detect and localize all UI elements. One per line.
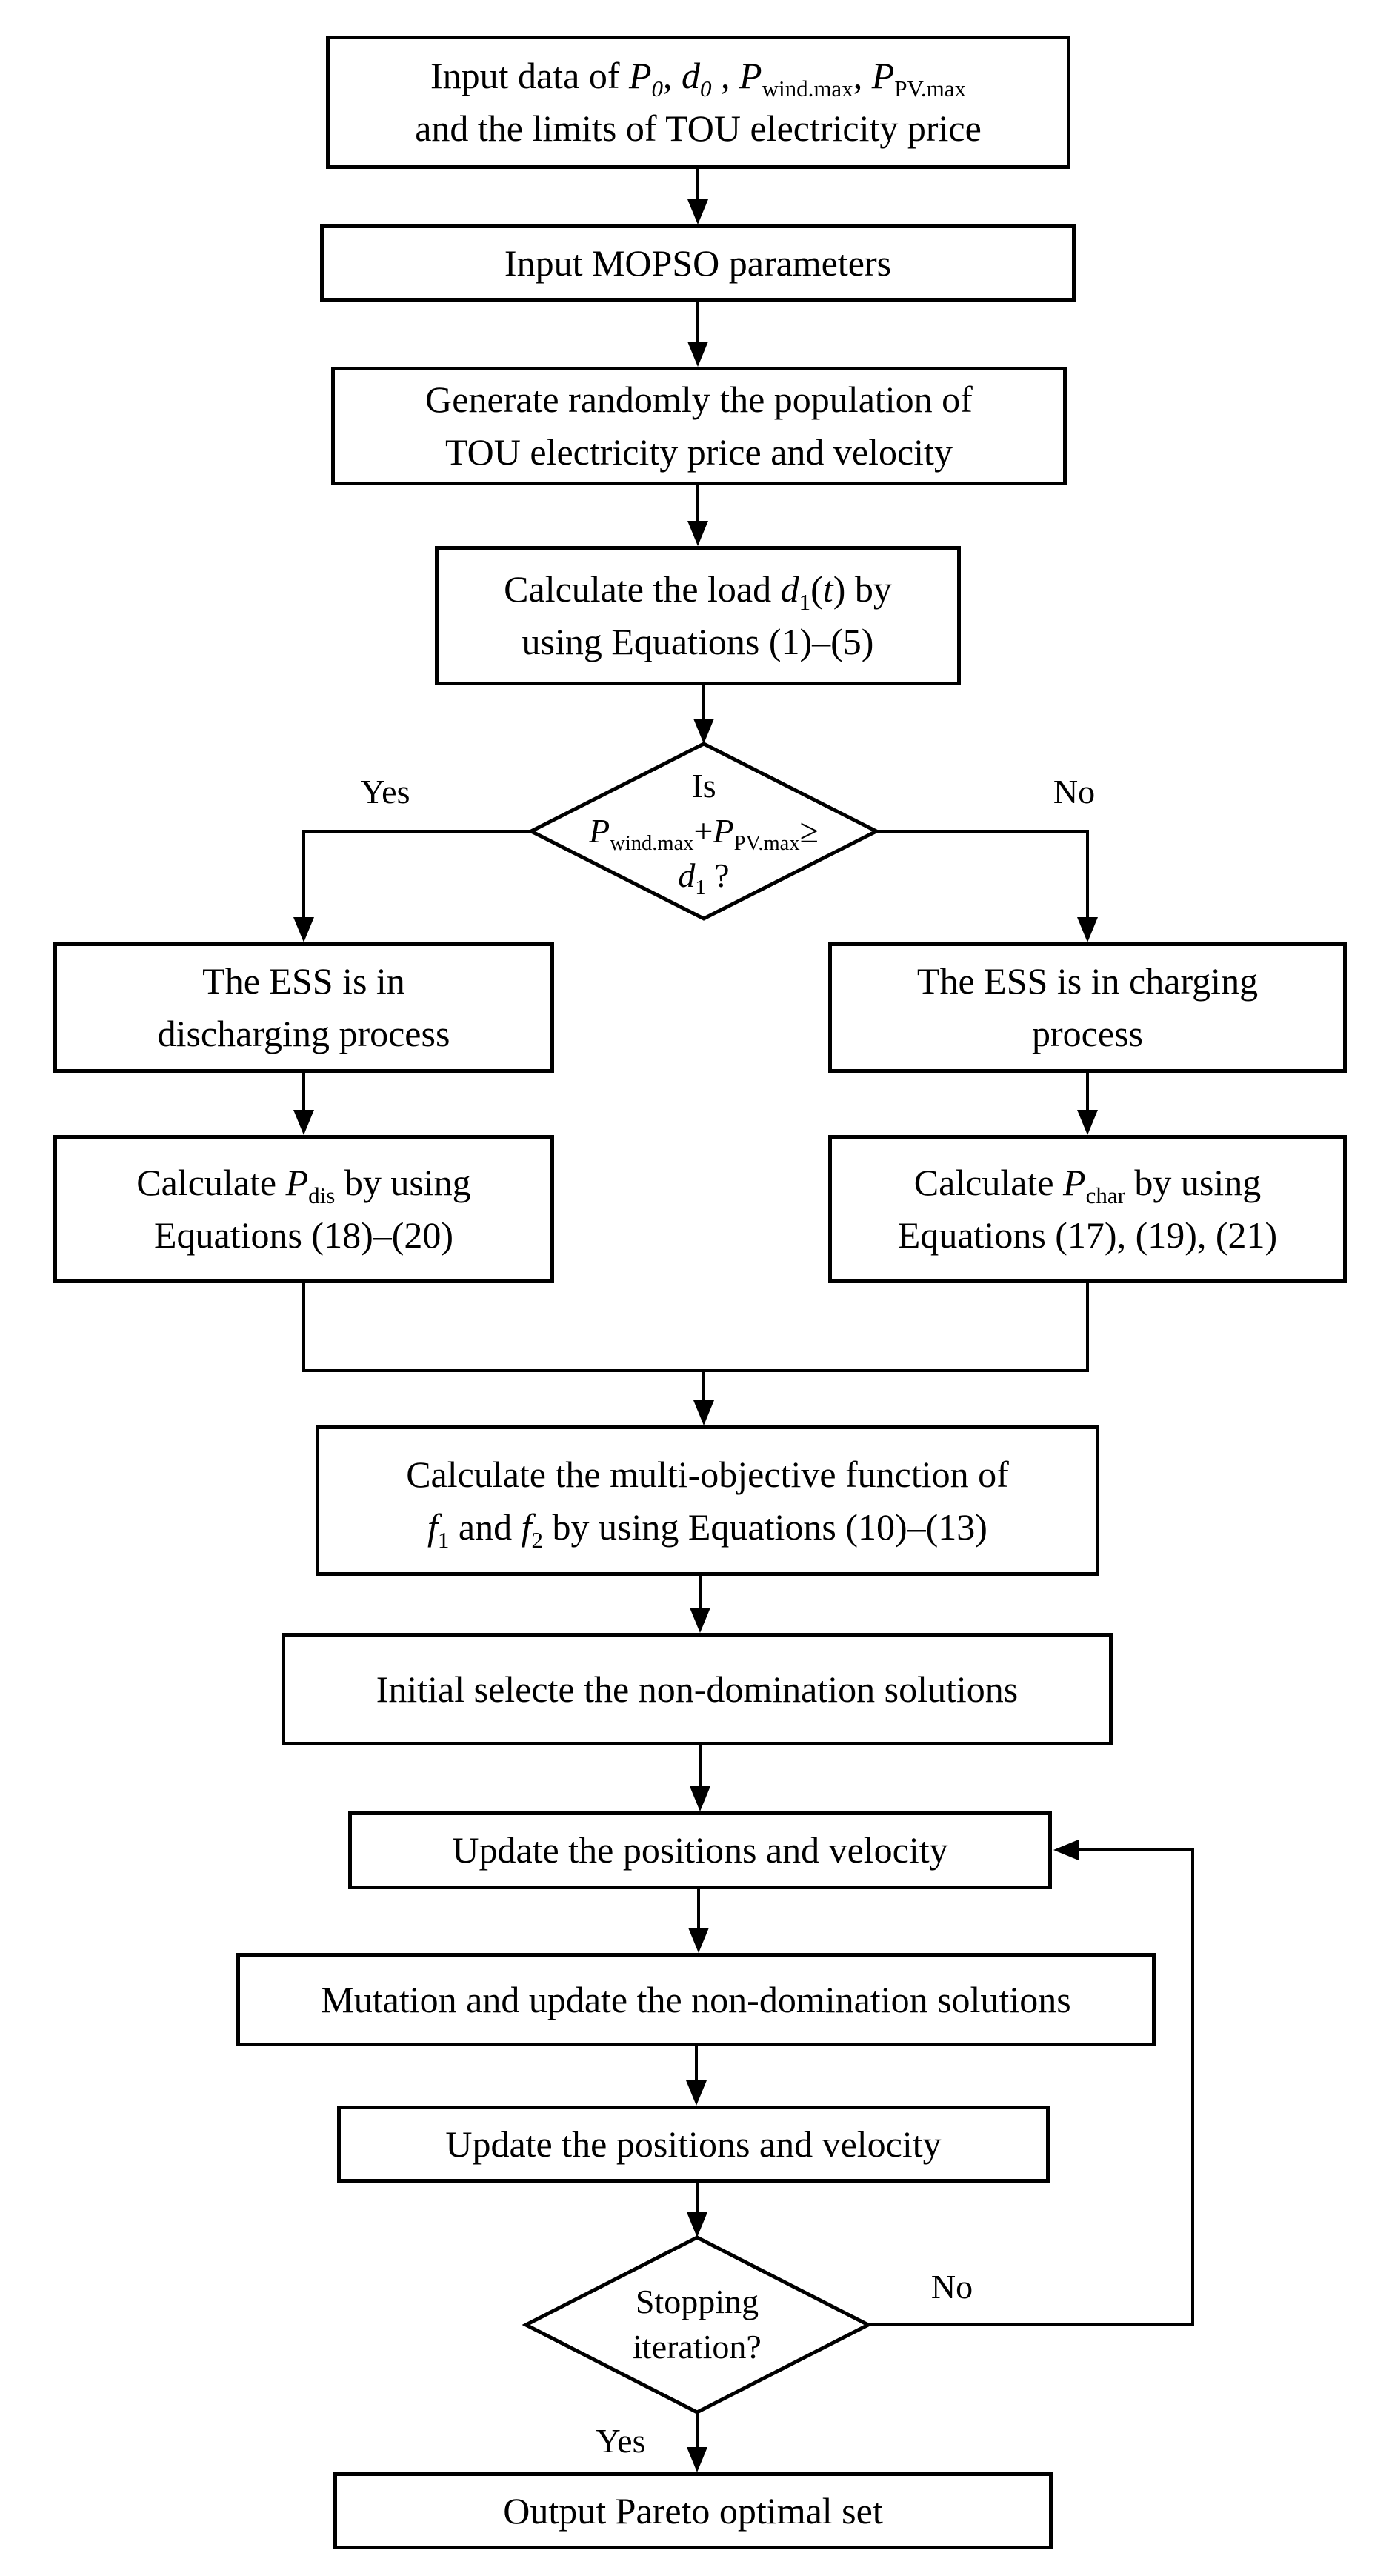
edge-label-no-2: No	[930, 2268, 973, 2306]
merge-lines	[302, 1283, 1089, 1425]
node-mutation-update: Mutation and update the non-domination s…	[236, 1953, 1156, 2046]
decision-power-diamond	[527, 742, 881, 921]
arrow-discharging-to-pdis	[293, 1073, 314, 1135]
edge-label-no-1: No	[1053, 773, 1096, 811]
arrow-update2-to-stop-decision	[687, 2183, 707, 2237]
node-update-positions-1: Update the positions and velocity	[348, 1811, 1052, 1889]
decision-stop-diamond	[522, 2235, 873, 2414]
arrow-charging-to-pchar	[1077, 1073, 1098, 1135]
node-calculate-objective: Calculate the multi-objective function o…	[316, 1425, 1099, 1576]
node-initial-select: Initial selecte the non-domination solut…	[282, 1633, 1113, 1745]
edge-label-yes-1: Yes	[360, 773, 410, 811]
node-input-mopso-parameters: Input MOPSO parameters	[320, 224, 1076, 302]
node-update-positions-2: Update the positions and velocity	[337, 2106, 1050, 2183]
arrow-mopso-to-generate	[687, 302, 708, 367]
arrow-generate-to-calculate-load	[687, 485, 708, 546]
node-input-data: Input data of P0, d0 , Pwind.max, PPV.ma…	[326, 36, 1070, 169]
branch-yes-line	[293, 830, 531, 942]
edge-label-yes-2: Yes	[596, 2422, 646, 2460]
node-output-pareto: Output Pareto optimal set	[333, 2472, 1053, 2549]
arrow-mutation-to-update2	[686, 2046, 707, 2106]
arrow-update1-to-mutation	[688, 1889, 709, 1953]
arrow-stop-yes-to-output	[687, 2412, 707, 2472]
arrow-calculate-load-to-decision	[693, 685, 714, 744]
branch-no-line	[876, 830, 1098, 942]
arrow-objective-to-initial-select	[690, 1576, 710, 1633]
arrow-input-data-to-mopso	[687, 169, 708, 224]
arrow-initial-select-to-update1	[690, 1745, 710, 1811]
loop-no-line	[868, 1840, 1194, 2326]
